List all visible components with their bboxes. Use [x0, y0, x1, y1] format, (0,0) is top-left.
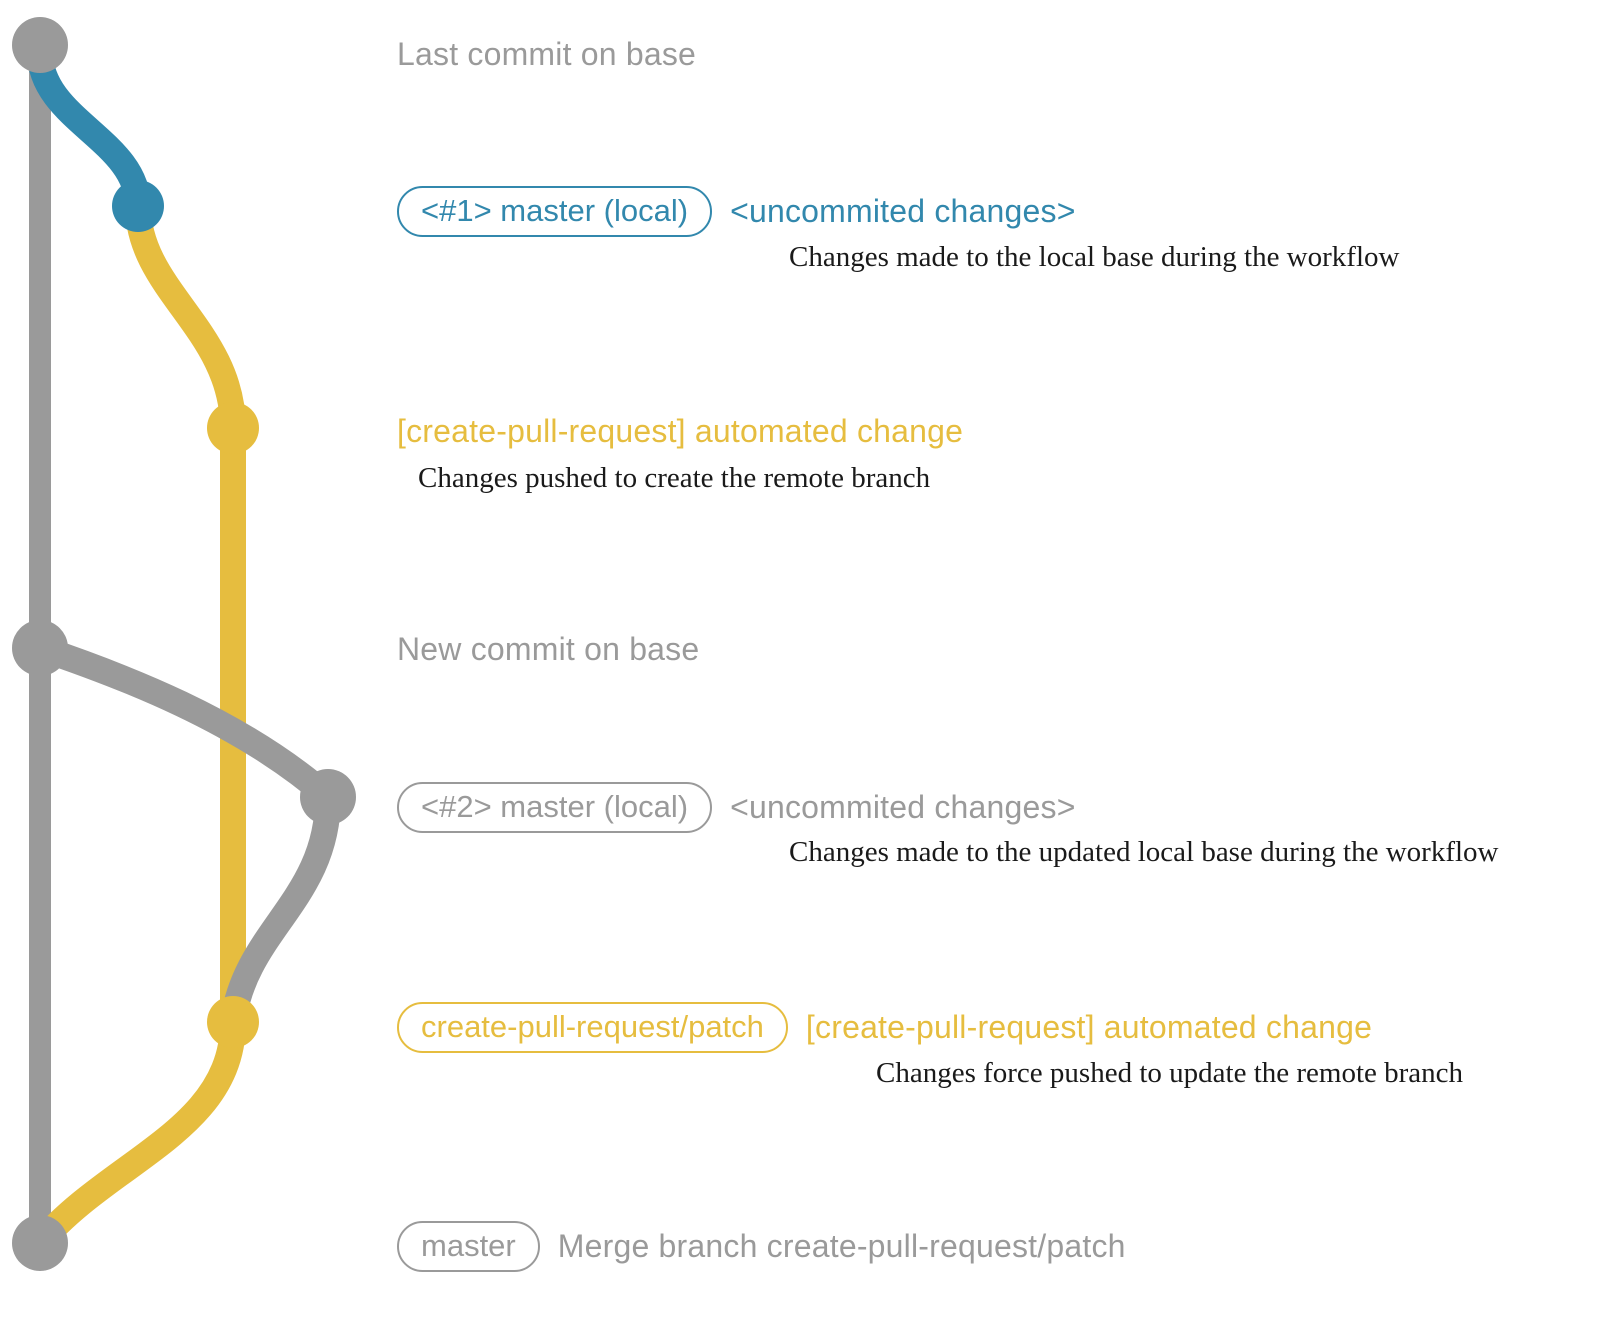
- note-master-local-1: Changes made to the local base during th…: [789, 241, 1400, 273]
- row-automated-change-2: create-pull-request/patch [create-pull-r…: [397, 1002, 1372, 1053]
- branch-badge-master-local-2[interactable]: <#2> master (local): [397, 782, 713, 833]
- branch-badge-master-local-1[interactable]: <#1> master (local): [397, 186, 713, 237]
- commit-node-last-commit-base: [12, 17, 68, 73]
- branch-badge-master[interactable]: master: [397, 1221, 540, 1272]
- commit-message-last-commit-on-base: Last commit on base: [397, 36, 697, 72]
- commit-node-merge-master: [12, 1215, 68, 1271]
- commit-node-automated-change-2: [207, 996, 259, 1048]
- branch-badge-create-pull-request-patch[interactable]: create-pull-request/patch: [397, 1002, 788, 1053]
- local-branch-2-merge-line: [220, 784, 341, 1035]
- commit-message-automated-change-1: [create-pull-request] automated change: [397, 413, 964, 449]
- git-graph-lanes: [12, 17, 356, 1271]
- commit-message-merge-master: Merge branch create-pull-request/patch: [557, 1228, 1126, 1264]
- commit-node-master-local-1: [112, 180, 164, 232]
- local-branch-2-line: [27, 635, 341, 810]
- remote-branch-line-upper: [125, 193, 246, 441]
- commit-message-master-local-1: <uncommited changes>: [730, 193, 1076, 229]
- commit-node-automated-change-1: [207, 402, 259, 454]
- commit-node-master-local-2: [300, 769, 356, 825]
- row-new-commit-on-base: New commit on base: [397, 631, 699, 668]
- row-master-local-1: <#1> master (local) <uncommited changes>: [397, 186, 1076, 237]
- commit-message-automated-change-2: [create-pull-request] automated change: [805, 1009, 1373, 1045]
- note-automated-change-2: Changes force pushed to update the remot…: [876, 1057, 1464, 1089]
- row-master-local-2: <#2> master (local) <uncommited changes>: [397, 782, 1076, 833]
- commit-node-new-commit-base: [12, 620, 68, 676]
- row-last-commit-on-base: Last commit on base: [397, 36, 696, 73]
- remote-merge-line: [27, 1009, 246, 1256]
- note-master-local-2: Changes made to the updated local base d…: [789, 836, 1499, 868]
- commit-message-master-local-2: <uncommited changes>: [730, 789, 1076, 825]
- commit-message-new-commit-on-base: New commit on base: [397, 631, 700, 667]
- note-automated-change-1: Changes pushed to create the remote bran…: [418, 462, 931, 494]
- local-branch-1-line: [27, 39, 151, 219]
- row-merge-master: master Merge branch create-pull-request/…: [397, 1221, 1126, 1272]
